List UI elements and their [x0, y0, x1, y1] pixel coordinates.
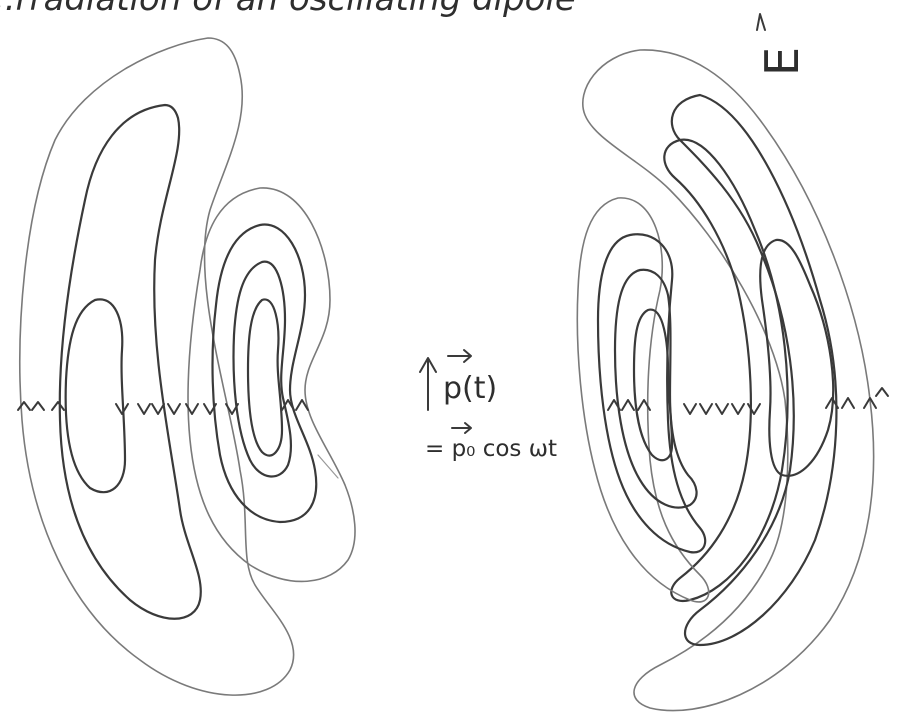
arrow-down-left-3 — [151, 403, 165, 415]
arrow-down-left-1 — [115, 403, 129, 415]
right-field-lines — [576, 49, 875, 712]
arrow-up-right-2 — [621, 399, 635, 411]
arrow-down-right-3 — [715, 403, 729, 415]
right-left-outer-loop — [576, 197, 710, 603]
arrow-up-right-1 — [607, 399, 621, 411]
right-loop-2 — [670, 93, 838, 647]
left-right-inner-loop — [232, 260, 293, 478]
arrow-down-right-4 — [731, 403, 745, 415]
arrow-down-left-2 — [137, 403, 151, 415]
left-field-arrows — [17, 399, 309, 415]
arrow-down-left-5 — [185, 403, 199, 415]
right-left-loop-2 — [596, 233, 707, 554]
arrow-up-right-6 — [863, 397, 877, 409]
left-loop-2 — [58, 103, 202, 620]
left-inner-loop — [64, 298, 127, 494]
arrow-up-right-3 — [637, 399, 651, 411]
dipole-vector-hat — [447, 349, 472, 363]
arrow-down-right-2 — [699, 403, 713, 415]
right-field-arrows — [607, 387, 889, 415]
left-right-outer-loop — [187, 187, 356, 583]
dipole-label: p(t) = p₀ cos ωt — [419, 349, 557, 462]
arrow-up-right-5 — [841, 397, 855, 409]
dipole-moment-label: p(t) — [443, 371, 497, 406]
header-text: ..rradiation of an oscillating dipole — [0, 0, 576, 19]
right-left-core-loop — [632, 308, 674, 462]
arrow-up-right-7 — [875, 387, 889, 397]
arrow-up-left-2 — [31, 401, 45, 411]
right-left-loop-3 — [613, 268, 698, 509]
dipole-formula: = p₀ cos ωt — [425, 436, 557, 462]
arrow-up-left-3 — [51, 401, 65, 411]
right-loop-3 — [663, 138, 789, 603]
field-vector-arrow — [756, 13, 766, 31]
arrow-up-left-4 — [281, 399, 295, 411]
field-symbol-letter: E — [755, 47, 809, 76]
stray-pencil-mark — [317, 454, 339, 479]
arrow-down-right-5 — [747, 403, 761, 415]
dipole-p0-hat — [451, 422, 472, 434]
arrow-up-left-5 — [295, 399, 309, 411]
right-inner-loop — [759, 238, 835, 477]
arrow-down-left-7 — [225, 403, 239, 415]
left-field-lines — [19, 37, 356, 696]
left-right-core-loop — [246, 298, 284, 457]
arrow-up-right-4 — [825, 397, 839, 409]
dipole-arrow — [419, 357, 437, 411]
field-symbol: E — [755, 13, 809, 76]
arrow-up-left-1 — [17, 401, 31, 411]
arrow-down-left-6 — [203, 403, 217, 415]
right-outer-loop — [582, 49, 875, 712]
arrow-down-right-1 — [683, 403, 697, 415]
left-outer-loop — [19, 37, 295, 696]
left-right-loop-2 — [211, 223, 318, 524]
arrow-down-left-4 — [167, 403, 181, 415]
